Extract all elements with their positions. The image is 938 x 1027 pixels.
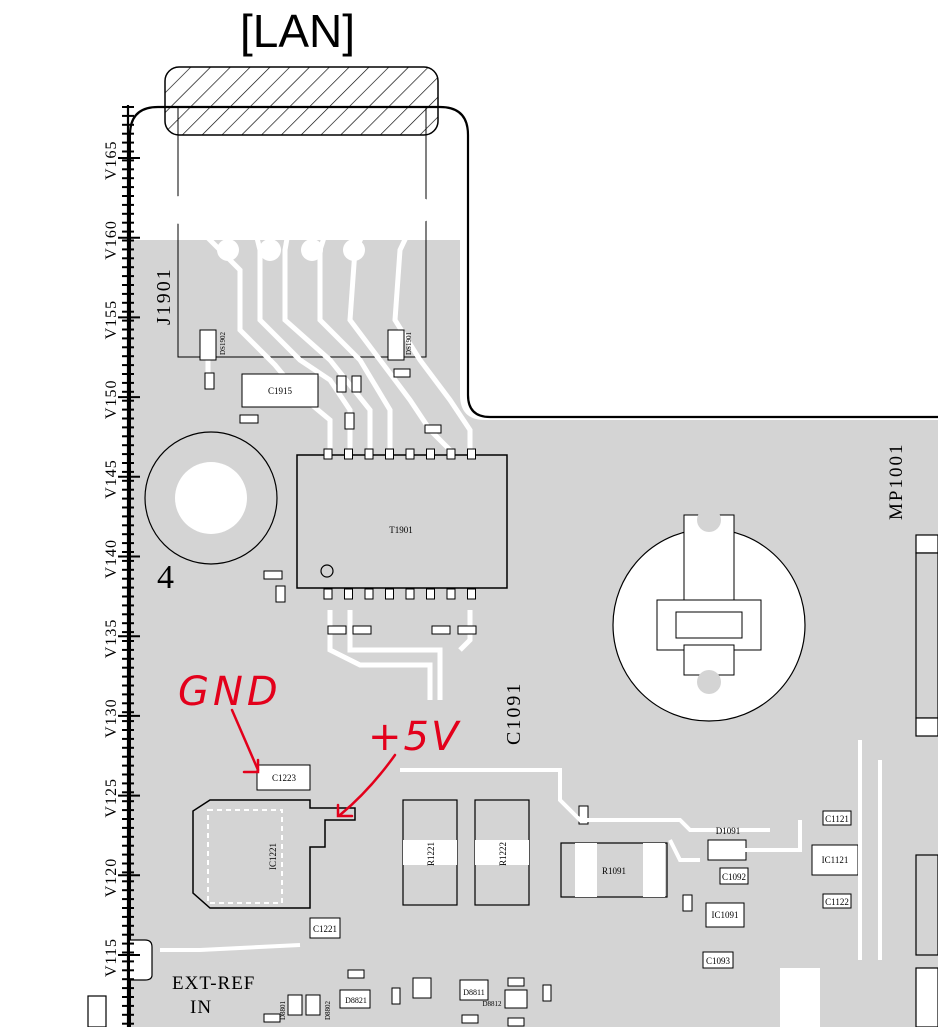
ruler-label: V165 <box>103 140 120 180</box>
label-t1901: T1901 <box>389 525 413 535</box>
label-c1092: C1092 <box>722 872 746 882</box>
transformer-pin <box>323 588 333 600</box>
lan-pins <box>166 196 432 261</box>
label-c1091: C1091 <box>503 682 525 745</box>
label-d8821: D8821 <box>345 996 367 1005</box>
transformer-pin <box>446 588 456 600</box>
ruler-label: V130 <box>103 698 120 738</box>
gnd-arrow <box>230 708 260 772</box>
ruler-label: V155 <box>103 300 120 340</box>
label-ic1121: IC1121 <box>822 855 849 865</box>
ruler-label: V125 <box>103 778 120 818</box>
board-outline <box>128 105 938 419</box>
transformer-pin <box>426 448 435 460</box>
right-edge-connector <box>915 534 938 1027</box>
label-j1901: J1901 <box>153 267 175 325</box>
transformer-pin <box>364 588 374 600</box>
label-c1122: C1122 <box>825 897 849 907</box>
transformer-pin <box>344 448 353 460</box>
label-c1915: C1915 <box>268 386 293 396</box>
label-d8801: D8801 <box>279 1000 287 1020</box>
plus5v-arrow <box>338 753 397 817</box>
label-r1222: R1222 <box>498 842 508 866</box>
ruler-label: V140 <box>103 539 120 579</box>
lan-jack-body <box>177 106 427 358</box>
lan-jack-hatch <box>164 66 439 136</box>
ruler-label: V160 <box>103 220 120 260</box>
transformer-pin <box>405 588 415 600</box>
red-annotations <box>230 708 397 818</box>
label-r1221: R1221 <box>426 842 436 866</box>
ruler-label: V115 <box>103 938 120 977</box>
mounting-hole-outer <box>144 431 278 565</box>
label-ext-ref-in: IN <box>190 997 212 1018</box>
label-c1223: C1223 <box>272 773 297 783</box>
transformer-pin <box>446 448 456 460</box>
label-ic1091: IC1091 <box>712 910 739 920</box>
ruler-label: V150 <box>103 380 120 420</box>
transformer-t1901 <box>296 454 508 589</box>
label-c1093: C1093 <box>706 956 731 966</box>
label-ds1902: DS1902 <box>219 332 227 355</box>
label-r1091: R1091 <box>602 866 626 876</box>
transformer-pin <box>344 588 353 600</box>
smd-components <box>199 329 859 969</box>
transformer-pin <box>323 448 333 460</box>
transformer-pin <box>385 448 394 460</box>
label-d8812: D8812 <box>482 1000 502 1008</box>
transformer-pin <box>467 448 476 460</box>
ruler-label: V145 <box>103 459 120 499</box>
pcb-board <box>130 240 938 1027</box>
regulator-ic1221 <box>192 799 356 909</box>
label-hole-number: 4 <box>157 559 174 596</box>
ruler: V165V160V155V150V145V140V135V130V125V120… <box>103 105 140 1027</box>
annotation-plus5v: +5V <box>368 714 461 760</box>
label-c1121: C1121 <box>825 814 849 824</box>
label-ic1221: IC1221 <box>268 843 278 870</box>
ruler-label: V120 <box>103 858 120 898</box>
annotation-gnd: GND <box>178 669 282 715</box>
label-d8811: D8811 <box>463 988 484 997</box>
transformer-pin <box>426 588 435 600</box>
transformer-pin <box>364 448 374 460</box>
ext-ref-bracket <box>130 939 153 981</box>
label-ext-ref: EXT-REF <box>172 973 255 994</box>
label-mp1001: MP1001 <box>886 443 907 520</box>
label-c1221: C1221 <box>313 924 337 934</box>
transformer-pin <box>467 588 476 600</box>
lower-traces <box>160 740 882 960</box>
label-d8802: D8802 <box>324 1000 332 1020</box>
transformer-pin <box>385 588 394 600</box>
label-d1091: D1091 <box>716 826 741 836</box>
resistors <box>402 799 668 906</box>
transformer-pin <box>405 448 415 460</box>
bottom-parts <box>263 968 820 1027</box>
ruler-label: V135 <box>103 619 120 659</box>
mounting-hole-inner <box>175 462 247 534</box>
page-title: [LAN] <box>240 5 356 57</box>
label-ds1901: DS1901 <box>405 332 413 355</box>
